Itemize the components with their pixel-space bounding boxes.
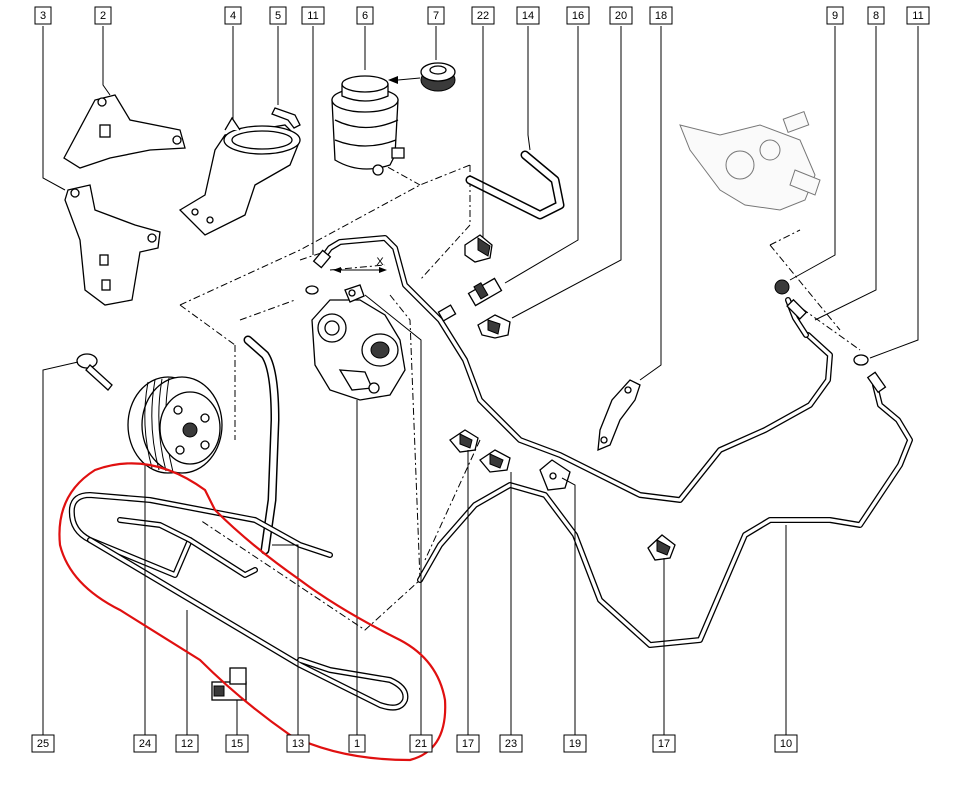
svg-text:20: 20 xyxy=(615,10,627,22)
callout-25: 25 xyxy=(31,734,55,753)
callout-5: 5 xyxy=(269,6,287,25)
svg-text:12: 12 xyxy=(181,738,193,750)
part-22-grommet xyxy=(464,234,493,263)
svg-text:4: 4 xyxy=(230,10,236,22)
part-14-hose xyxy=(465,150,565,220)
part-11-seal-right xyxy=(853,354,887,394)
callout-13: 13 xyxy=(286,734,310,753)
callout-16: 16 xyxy=(566,6,590,25)
svg-text:24: 24 xyxy=(139,738,151,750)
part-11-seal-left xyxy=(305,249,332,295)
part-9-nut xyxy=(774,279,808,320)
part-15-bracket xyxy=(211,667,247,701)
callout-18: 18 xyxy=(649,6,673,25)
callouts-bottom: 25 24 12 15 13 1 21 17 23 19 17 10 xyxy=(31,734,798,753)
callout-21: 21 xyxy=(409,734,433,753)
callout-20: 20 xyxy=(609,6,633,25)
svg-text:21: 21 xyxy=(415,738,427,750)
x-dimension: X xyxy=(333,256,387,273)
part-17-clip-right xyxy=(647,534,676,561)
callout-12: 12 xyxy=(175,734,199,753)
svg-text:8: 8 xyxy=(873,10,879,22)
svg-text:10: 10 xyxy=(780,738,792,750)
svg-text:19: 19 xyxy=(569,738,581,750)
callout-24: 24 xyxy=(133,734,157,753)
svg-text:13: 13 xyxy=(292,738,304,750)
callout-4: 4 xyxy=(224,6,242,25)
svg-text:5: 5 xyxy=(275,10,281,22)
bottom-leaders xyxy=(42,294,787,735)
callout-14: 14 xyxy=(516,6,540,25)
part-16-union xyxy=(437,277,503,322)
callout-11b: 11 xyxy=(906,6,930,25)
callout-3: 3 xyxy=(34,6,52,25)
part-24-pulley xyxy=(127,376,223,474)
part-18-bracket xyxy=(597,379,641,452)
part-5-clip xyxy=(271,107,301,129)
svg-text:22: 22 xyxy=(477,10,489,22)
svg-text:11: 11 xyxy=(307,10,318,22)
part-19-bracket xyxy=(539,459,571,491)
part-6-reservoir xyxy=(331,75,405,176)
svg-text:18: 18 xyxy=(655,10,667,22)
part-3-bracket xyxy=(64,184,161,306)
part-25-bolt xyxy=(76,353,113,391)
x-marker: X xyxy=(376,256,384,268)
svg-text:17: 17 xyxy=(658,738,670,750)
svg-text:16: 16 xyxy=(572,10,584,22)
svg-text:15: 15 xyxy=(231,738,243,750)
part-1-pump xyxy=(311,284,406,401)
part-4-clamp xyxy=(178,116,301,236)
callout-17b: 17 xyxy=(652,734,676,753)
callouts-top: 3 2 4 5 11 6 7 22 14 16 20 18 9 8 11 xyxy=(34,6,930,25)
svg-text:7: 7 xyxy=(433,10,439,22)
callout-2: 2 xyxy=(94,6,112,25)
red-highlight-loop xyxy=(58,462,447,762)
svg-text:23: 23 xyxy=(505,738,517,750)
callout-19: 19 xyxy=(563,734,587,753)
callout-15: 15 xyxy=(225,734,249,753)
callout-10: 10 xyxy=(774,734,798,753)
top-leaders xyxy=(42,26,919,381)
svg-text:14: 14 xyxy=(522,10,534,22)
svg-text:1: 1 xyxy=(354,738,360,750)
part-2-bracket xyxy=(63,94,186,169)
part-10-return-pipe xyxy=(417,382,913,648)
callout-17a: 17 xyxy=(456,734,480,753)
svg-text:9: 9 xyxy=(832,10,838,22)
part-13-hose xyxy=(243,335,280,555)
steering-rack-ghost xyxy=(679,111,821,211)
part-20-clip xyxy=(477,314,511,339)
callout-1: 1 xyxy=(348,734,366,753)
callout-9: 9 xyxy=(826,6,844,25)
svg-text:2: 2 xyxy=(100,10,106,22)
part-23-clip xyxy=(479,449,511,473)
part-12-pipe-loop xyxy=(68,492,409,711)
part-7-cap xyxy=(388,62,456,92)
callout-11a: 11 xyxy=(301,6,325,25)
svg-text:6: 6 xyxy=(362,10,368,22)
callout-8: 8 xyxy=(867,6,885,25)
svg-text:17: 17 xyxy=(462,738,474,750)
part-17-clip-left xyxy=(449,429,479,453)
callout-23: 23 xyxy=(499,734,523,753)
callout-7: 7 xyxy=(427,6,445,25)
callout-22: 22 xyxy=(471,6,495,25)
svg-text:11: 11 xyxy=(912,10,923,22)
assembly-lines xyxy=(179,159,861,631)
callout-6: 6 xyxy=(356,6,374,25)
svg-text:25: 25 xyxy=(37,738,49,750)
svg-text:3: 3 xyxy=(40,10,46,22)
